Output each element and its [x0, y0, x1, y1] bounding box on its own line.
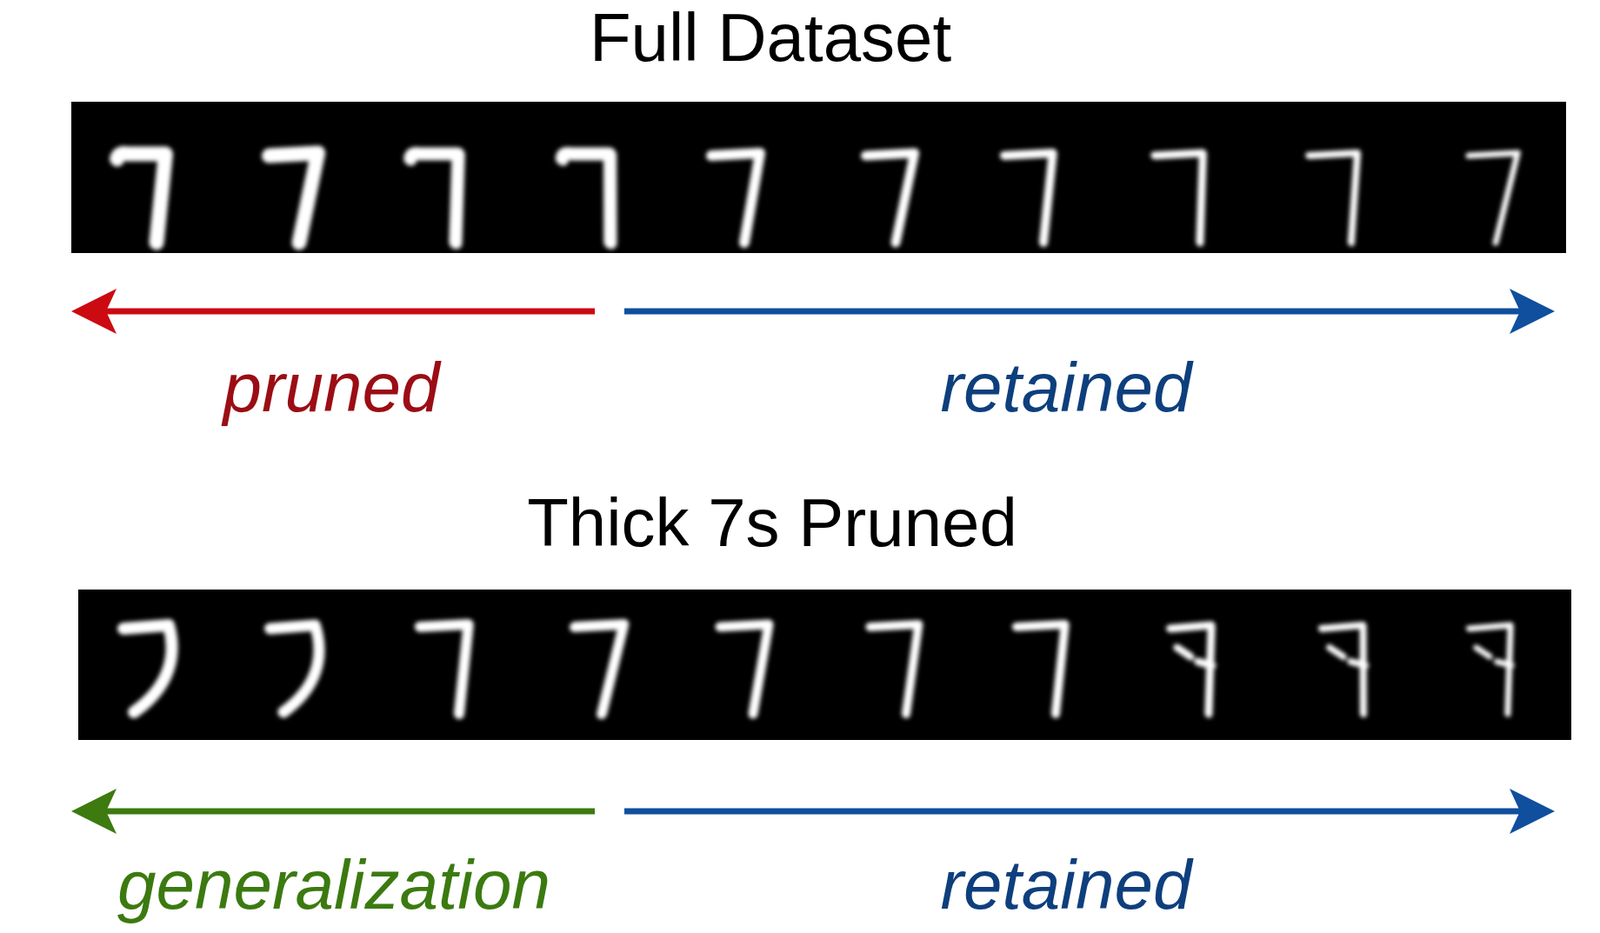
digit-row	[116, 153, 1518, 243]
digit-seven	[1308, 153, 1367, 243]
digit-seven	[1004, 153, 1060, 243]
digit-seven	[1321, 625, 1376, 714]
digit-row	[123, 624, 1520, 714]
digit-seven	[266, 153, 319, 243]
digit-seven	[568, 624, 624, 714]
arrow-label: retained	[940, 349, 1192, 427]
retained-arrow	[624, 808, 1522, 815]
retained-arrow	[624, 308, 1522, 315]
digit-seven	[1169, 625, 1221, 714]
digit-seven	[720, 624, 769, 714]
arrow-head	[1509, 288, 1555, 334]
digit-seven	[1468, 625, 1520, 714]
arrow-label: generalization	[117, 846, 551, 924]
digit-seven	[1153, 153, 1215, 243]
pruned-arrow	[104, 308, 595, 315]
digit-seven	[116, 153, 169, 243]
digit-seven	[269, 625, 321, 713]
image-strip	[71, 101, 1567, 254]
arrow-head	[71, 788, 117, 834]
digit-seven	[869, 624, 922, 714]
digit-seven	[420, 624, 475, 714]
arrow-head	[71, 288, 117, 334]
panel-heading: Full Dataset	[589, 0, 952, 76]
arrow-label: retained	[940, 846, 1192, 924]
digit-seven	[409, 153, 468, 243]
arrow-label: pruned	[222, 349, 440, 427]
image-strip	[78, 589, 1572, 740]
digit-seven	[1462, 153, 1518, 243]
panel-heading: Thick 7s Pruned	[526, 486, 1018, 561]
digit-seven	[1016, 624, 1072, 714]
generalization-arrow	[104, 808, 595, 815]
arrow-head	[1509, 788, 1555, 834]
digit-seven	[862, 153, 915, 243]
digit-seven	[711, 153, 760, 243]
digit-seven	[123, 625, 173, 713]
digit-seven	[560, 153, 622, 243]
